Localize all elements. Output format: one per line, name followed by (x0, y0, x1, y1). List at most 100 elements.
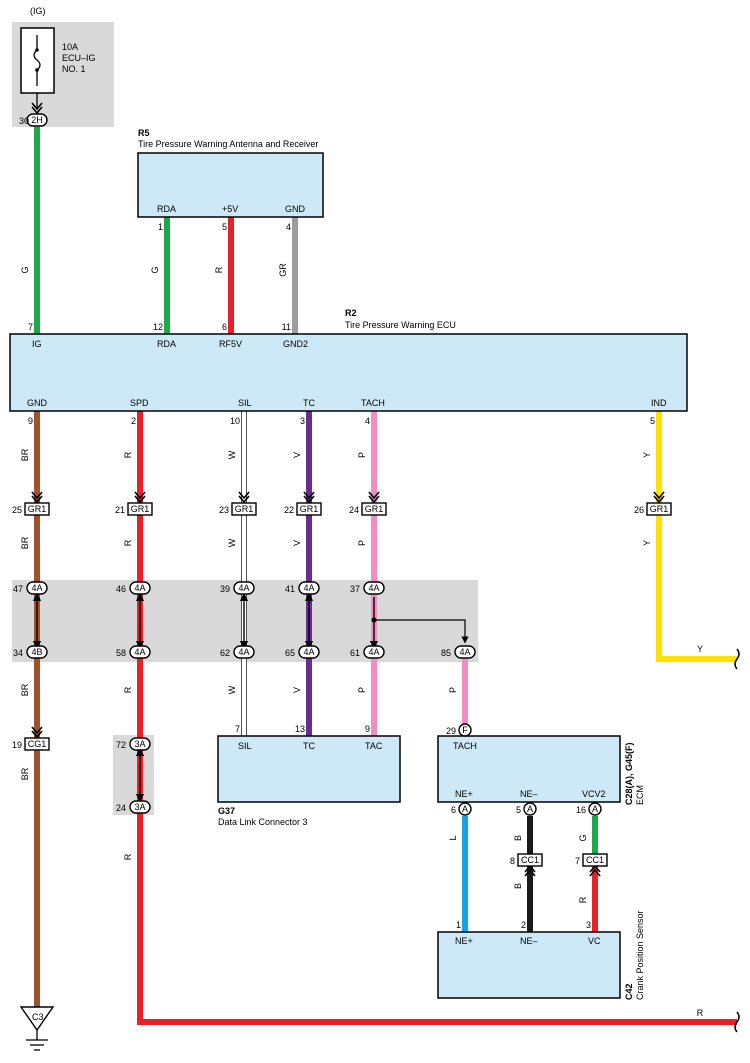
wire-color-label: Y (642, 540, 652, 546)
connector-label: CG1 (28, 739, 47, 749)
pin-number: 65 (285, 648, 295, 658)
pin-number: 5 (650, 416, 655, 426)
r5-name: Tire Pressure Warning Antenna and Receiv… (138, 139, 318, 149)
pin-number: 30 (19, 116, 29, 126)
connector-4a: 4A (363, 645, 385, 659)
connector-4b: 4B (26, 645, 48, 659)
pin-number: 9 (28, 416, 33, 426)
pin-number: 3 (586, 920, 591, 930)
ecm-name: ECM (635, 785, 645, 805)
chevron-down-icon (31, 102, 43, 115)
pin-number: 6 (222, 322, 227, 332)
ecm-pin-tach: TACH (453, 741, 477, 751)
wire-color-label: W (227, 450, 237, 459)
wire-color-label: B (513, 835, 523, 841)
wire-color-label: GR (278, 263, 288, 277)
chevron-down-icon (653, 491, 665, 504)
r2-pin-ind: IND (651, 398, 667, 408)
connector-4a: 4A (363, 581, 385, 595)
r2-pin-rda: RDA (157, 339, 176, 349)
connector-label: 2H (31, 115, 43, 125)
connector-4a: 4A (298, 581, 320, 595)
r5-pin-rda: RDA (157, 204, 176, 214)
connector-label: 4B (31, 647, 42, 657)
chevron-down-icon (134, 491, 146, 504)
wire-color-label: B (513, 883, 523, 889)
wire-color-label: P (357, 540, 367, 546)
pin-number: 19 (12, 740, 22, 750)
pin-number: 1 (456, 920, 461, 930)
connector-label: A (592, 804, 598, 814)
pin-number: 4 (286, 222, 291, 232)
pin-number: 7 (235, 724, 240, 734)
pin-number: 61 (350, 648, 360, 658)
connector-4a: 4A (454, 645, 476, 659)
chevron-down-icon (368, 491, 380, 504)
wire-color-label: G (578, 834, 588, 841)
wires (34, 127, 740, 1033)
pin-number: 34 (13, 648, 23, 658)
power-supply-label: (IG) (30, 6, 46, 16)
r2-pin-spd: SPD (130, 398, 149, 408)
g37-pin-tc: TC (303, 741, 315, 751)
wire-color-label: P (357, 452, 367, 458)
c42-name: Crank Position Sensor (635, 910, 645, 1000)
r2-pin-gnd: GND (27, 398, 48, 408)
pin-number: 16 (576, 805, 586, 815)
connector-gr1: GR1 (231, 491, 257, 516)
r2-pin-ig: IG (32, 339, 42, 349)
fuse-name: ECU–IG (62, 53, 96, 63)
fuse-amp: 10A (62, 42, 78, 52)
pin-number: 4 (365, 416, 370, 426)
r5-box (137, 152, 324, 218)
chevron-down-icon (31, 726, 43, 739)
connector-label: A (462, 804, 468, 814)
r2-pin-sil: SIL (238, 398, 252, 408)
connector-cc1: CC1 (582, 853, 608, 877)
fuse-icon (33, 35, 41, 86)
pin-number: 85 (441, 648, 451, 658)
pin-number: 39 (220, 584, 230, 594)
pin-number: 26 (634, 505, 644, 515)
connector-label: 4A (31, 583, 42, 593)
r2-pin-tc: TC (303, 398, 315, 408)
r5-code: R5 (138, 128, 150, 138)
pin-number: 3 (300, 416, 305, 426)
g37-name: Data Link Connector 3 (218, 817, 308, 827)
wire-color-label: R (123, 451, 133, 458)
pin-number: 72 (116, 740, 126, 750)
pin-number: 24 (349, 505, 359, 515)
connector-4a: 4A (26, 581, 48, 595)
ecm-box (437, 735, 621, 803)
connector-a: A (523, 802, 537, 816)
connector-4a: 4A (233, 581, 255, 595)
fuse-no: NO. 1 (62, 64, 86, 74)
g37-pin-tac: TAC (365, 741, 383, 751)
r2-box (9, 333, 688, 412)
connector-gr1: GR1 (646, 491, 672, 516)
pin-number: 25 (12, 505, 22, 515)
connector-label: 4A (134, 583, 145, 593)
connector-label: 3A (134, 739, 145, 749)
connector-label: GR1 (235, 504, 254, 514)
connector-4a: 4A (129, 645, 151, 659)
pin-number: 21 (115, 505, 125, 515)
wire-color-label: G (150, 266, 160, 273)
pin-number: 47 (13, 584, 23, 594)
connector-label: 3A (134, 802, 145, 812)
pin-number: 7 (575, 856, 580, 866)
pin-number: 41 (285, 584, 295, 594)
pin-number: 37 (350, 584, 360, 594)
connector-cc1: CC1 (517, 853, 543, 877)
wire-ind (656, 411, 737, 662)
c42-box (437, 931, 621, 999)
connector-label: GR1 (365, 504, 384, 514)
wire-color-label: R (123, 853, 133, 860)
connector-label: CC1 (586, 855, 604, 865)
connector-4a: 4A (298, 645, 320, 659)
pin-number: 1 (158, 222, 163, 232)
wire-color-label: R (123, 686, 133, 693)
pin-number: 2 (521, 920, 526, 930)
connector-label: GR1 (28, 504, 47, 514)
